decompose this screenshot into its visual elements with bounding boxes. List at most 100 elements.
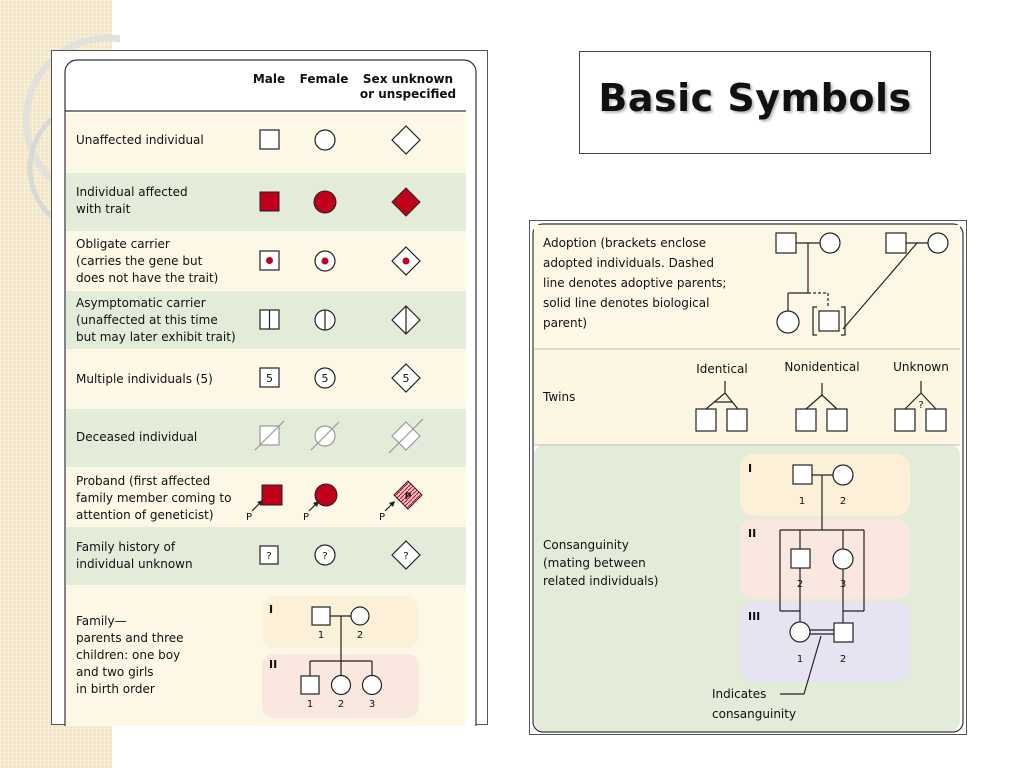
title-box: Basic Symbols (579, 51, 931, 154)
twins-unknown-label: Unknown (893, 360, 949, 374)
consanguinity-gen1-female-symbol (832, 464, 854, 486)
proband-male-mark: P (246, 512, 252, 523)
proband-female-symbol (314, 483, 338, 507)
proband-unknown-mark: P (379, 512, 385, 523)
consanguinity-gen2-female-number: 3 (840, 579, 846, 590)
twins-unknown-mark: ? (918, 400, 923, 411)
adoption-label-3: line denotes adoptive parents; (543, 276, 726, 290)
twins-nonidentical-label: Nonidentical (784, 360, 859, 374)
affected-male-symbol (259, 191, 280, 212)
consanguinity-callout-pointer (803, 635, 822, 695)
family-mother-number: 2 (357, 630, 363, 641)
row-label-family-5: in birth order (76, 682, 155, 696)
twins-unknown-right-branch (920, 392, 937, 410)
row-label-deceased: Deceased individual (76, 430, 197, 444)
row-label-history-1: Family history of (76, 540, 176, 554)
family-gen2-label: II (269, 658, 277, 671)
consanguinity-gen1-male-number: 1 (799, 496, 805, 507)
row-label-unaffected: Unaffected individual (76, 133, 204, 147)
unaffected-female-symbol (314, 129, 336, 151)
obligate-carrier-female-dot (321, 257, 329, 265)
consanguinity-gen1-band (740, 454, 910, 516)
unaffected-unknown-symbol (391, 125, 421, 155)
family-child2-girl-symbol (330, 674, 352, 696)
consanguinity-gen2-label: II (748, 527, 756, 540)
twins-unknown-right-symbol (925, 408, 947, 432)
adoption-label-5: parent) (543, 316, 587, 330)
family-child2-number: 2 (338, 699, 344, 710)
consanguinity-gen2-female-symbol (832, 548, 854, 570)
header-sex-unknown: Sex unknown (363, 72, 453, 86)
adoption-bracket-right (841, 306, 846, 336)
history-unknown-mark: ? (403, 551, 408, 562)
row-label-affected-2: with trait (76, 202, 131, 216)
twins-nonidentical-right-branch (821, 394, 838, 410)
pedigree-relationships-panel: Adoption (brackets enclose adopted indiv… (529, 220, 967, 735)
family-child1-number: 1 (307, 699, 313, 710)
adoption-father-symbol (775, 232, 797, 254)
obligate-carrier-unknown-dot (402, 257, 410, 265)
proband-female-arrowhead (313, 501, 319, 507)
adoption-label-1: Adoption (brackets enclose (543, 236, 706, 250)
unaffected-male-symbol (259, 129, 280, 150)
row-label-proband-1: Proband (first affected (76, 474, 210, 488)
deceased-male-slash (254, 420, 285, 451)
family-father-number: 1 (318, 630, 324, 641)
adoption-mother-symbol (819, 232, 841, 254)
history-female-mark: ? (322, 551, 327, 562)
symbols-table-panel: Male Female Sex unknown or unspecified U… (51, 50, 488, 761)
row-label-multiple: Multiple individuals (5) (76, 372, 213, 386)
row-label-proband-2: family member coming to (76, 491, 231, 505)
consanguinity-gen3-female-number: 1 (797, 654, 803, 665)
header-male: Male (253, 72, 285, 86)
row-label-proband-3: attention of geneticist) (76, 508, 214, 522)
history-male-mark: ? (266, 551, 271, 562)
twins-label: Twins (542, 390, 575, 404)
proband-unknown-inner-mark: P (405, 492, 412, 502)
twins-unknown-left-symbol (894, 408, 916, 432)
consanguinity-label-1: Consanguinity (543, 538, 629, 552)
consanguinity-gen3-male-number: 2 (840, 654, 846, 665)
consanguinity-callout-line1: Indicates (712, 687, 766, 701)
twins-unknown-left-branch (904, 392, 922, 410)
twins-identical-right-symbol (726, 408, 748, 432)
row-label-family-2: parents and three (76, 631, 184, 645)
proband-male-symbol (261, 484, 283, 506)
family-child3-number: 3 (369, 699, 375, 710)
adoption-child1-symbol (776, 310, 800, 334)
family-child1-boy-symbol (300, 675, 320, 695)
multiple-female-number: 5 (322, 372, 329, 385)
proband-female-mark: P (303, 512, 309, 523)
twins-identical-left-symbol (695, 408, 717, 432)
history-male-symbol (259, 545, 279, 565)
biological-parent-line (842, 242, 918, 330)
affected-unknown-symbol (391, 187, 421, 217)
adoption-bracket-left (812, 306, 817, 336)
history-unknown-symbol (391, 540, 421, 570)
consanguinity-label-3: related individuals) (543, 574, 658, 588)
page-title: Basic Symbols (598, 76, 912, 120)
deceased-female-slash (310, 421, 340, 451)
history-female-symbol (314, 544, 336, 566)
header-sex-unspecified: or unspecified (360, 87, 456, 101)
multiple-male-number: 5 (266, 372, 273, 385)
consanguinity-gen3-band (740, 602, 910, 682)
affected-female-symbol (313, 190, 337, 214)
consanguinity-gen2-male-number: 2 (797, 579, 803, 590)
row-label-asymptomatic-3: but may later exhibit trait) (76, 330, 236, 344)
consanguinity-gen1-label: I (748, 462, 752, 475)
biological-mother-symbol (927, 232, 949, 254)
twins-identical-label: Identical (696, 362, 747, 376)
consanguinity-gen1-female-number: 2 (840, 496, 846, 507)
header-female: Female (300, 72, 349, 86)
multiple-female-symbol (314, 367, 336, 389)
twins-nonidentical-left-branch (805, 394, 823, 410)
obligate-carrier-male-dot (266, 257, 273, 264)
row-label-family-1: Family— (76, 614, 127, 628)
twins-nonidentical-left-symbol (795, 408, 817, 432)
family-gen1-label: I (269, 603, 273, 616)
consanguinity-gen1-male-symbol (792, 464, 813, 485)
family-mother-symbol (350, 606, 370, 626)
family-child3-girl-symbol (361, 674, 383, 696)
biological-father-symbol (885, 232, 907, 254)
